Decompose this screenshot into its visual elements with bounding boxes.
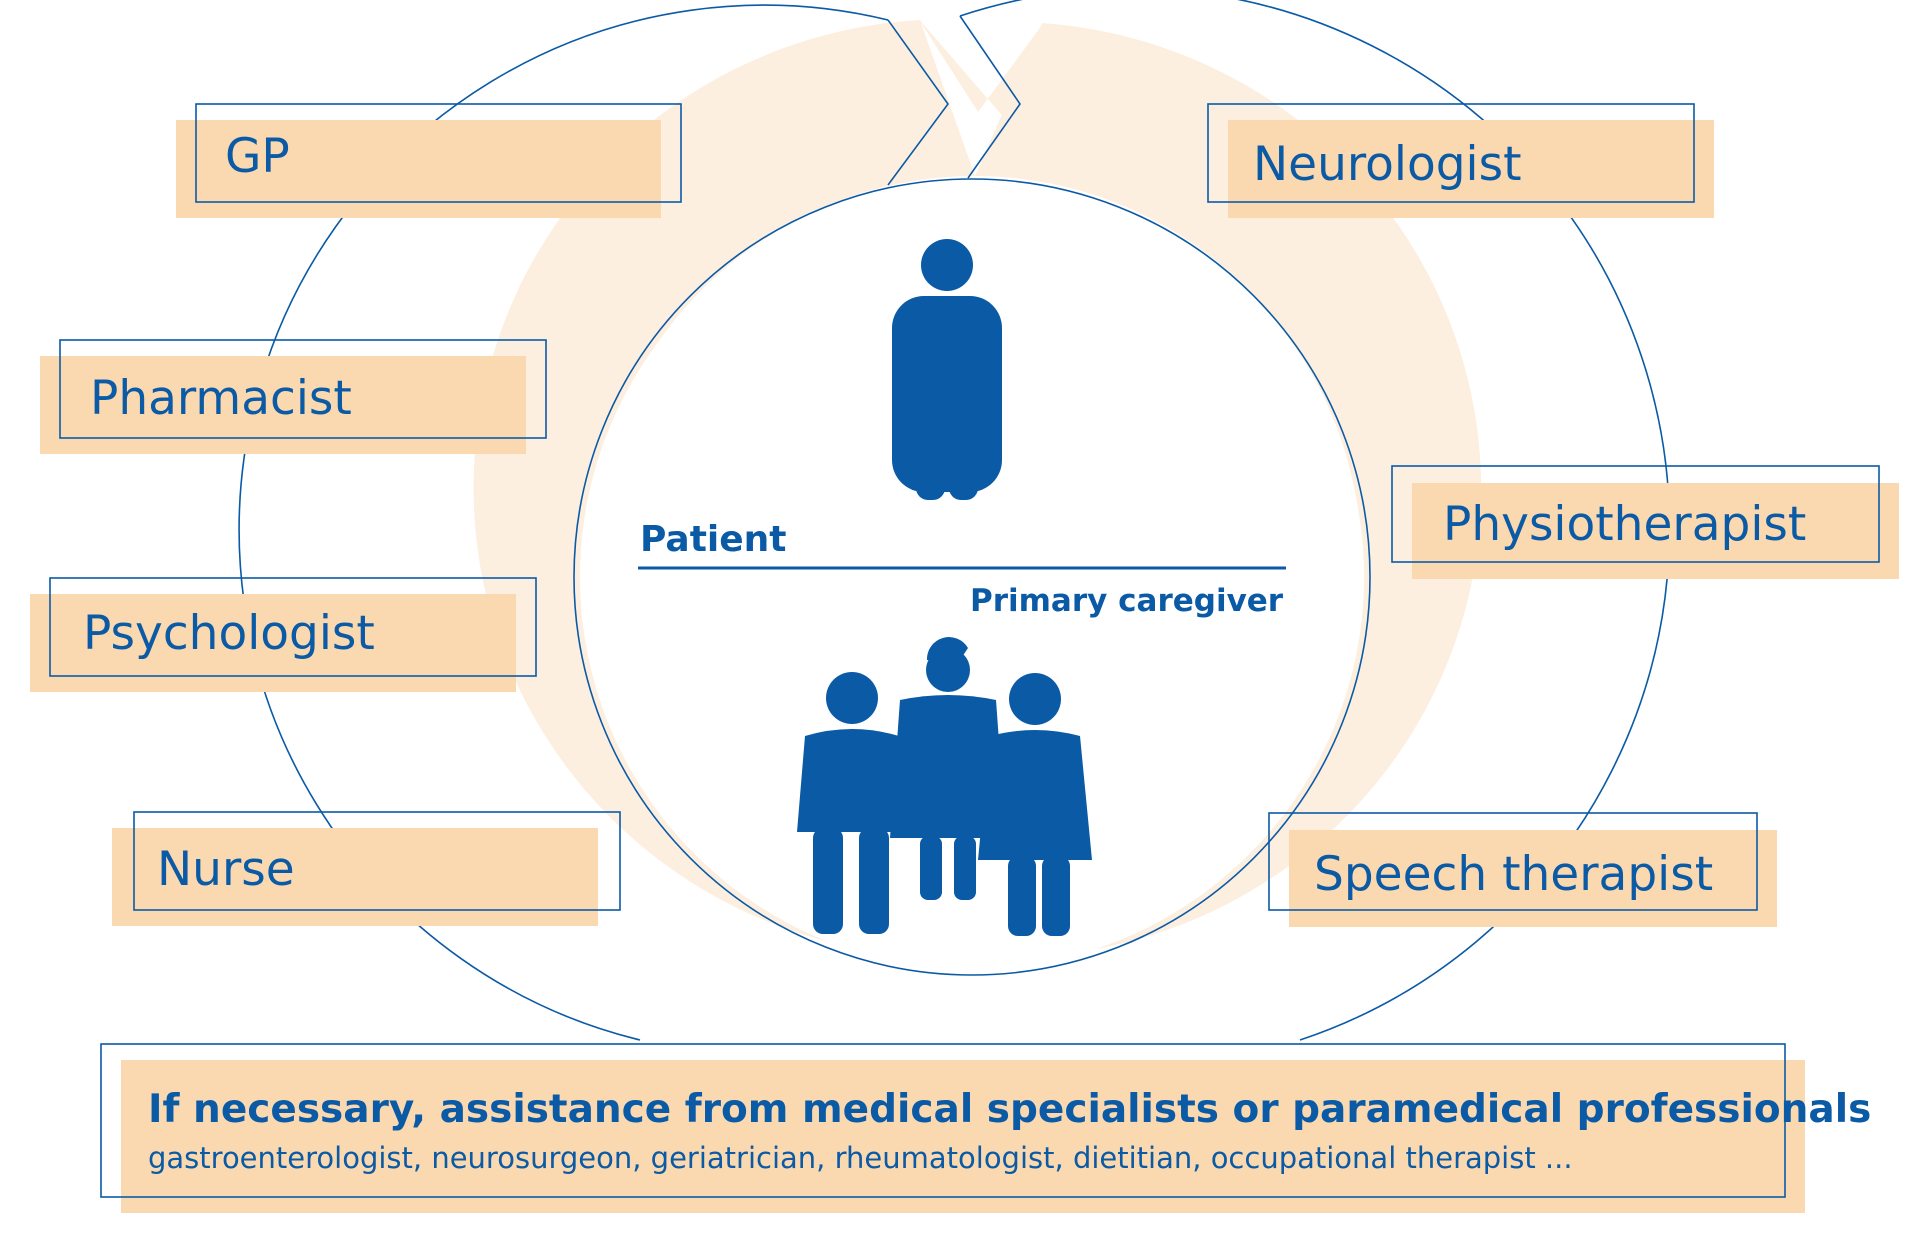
- role-box-gp: [176, 103, 682, 218]
- specialists-banner: [100, 1043, 1805, 1213]
- primary-caregiver-label: Primary caregiver: [970, 583, 1284, 619]
- role-label-nurse: Nurse: [157, 842, 295, 897]
- role-box-speech-therapist: [1268, 812, 1777, 927]
- role-box-psychologist: [30, 577, 537, 692]
- care-team-icon: [797, 637, 1092, 936]
- role-label-speech-therapist: Speech therapist: [1314, 847, 1714, 902]
- role-box-physiotherapist: [1391, 465, 1899, 579]
- patient-label: Patient: [640, 519, 787, 560]
- role-box-nurse: [112, 811, 621, 926]
- role-label-gp: GP: [225, 129, 290, 184]
- role-label-neurologist: Neurologist: [1253, 137, 1522, 192]
- banner-title: If necessary, assistance from medical sp…: [148, 1087, 1872, 1132]
- role-label-psychologist: Psychologist: [83, 606, 375, 661]
- banner-subtitle: gastroenterologist, neurosurgeon, geriat…: [148, 1141, 1573, 1175]
- role-box-pharmacist: [40, 339, 547, 454]
- role-box-neurologist: [1207, 103, 1714, 218]
- role-label-physiotherapist: Physiotherapist: [1443, 497, 1807, 552]
- person-icon: [892, 239, 1002, 500]
- role-label-pharmacist: Pharmacist: [90, 371, 352, 426]
